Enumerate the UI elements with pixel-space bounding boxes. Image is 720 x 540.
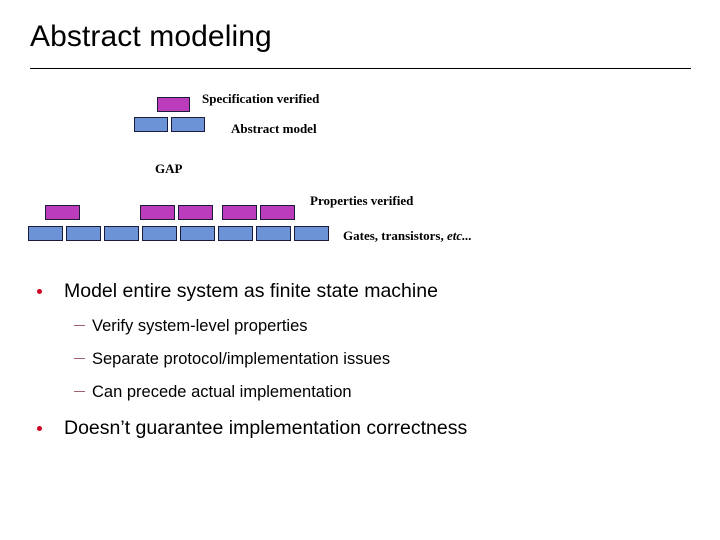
bottom-verified-block-4 xyxy=(222,205,257,220)
diagram-label-emphasis: etc... xyxy=(447,228,472,243)
diagram-label-properties-verified: Properties verified xyxy=(310,193,414,208)
bullet-dot-icon xyxy=(37,426,42,431)
bullet-text: Model entire system as finite state mach… xyxy=(64,280,438,302)
bottom-implementation-block-2 xyxy=(66,226,101,241)
bullet-text: Doesn’t guarantee implementation correct… xyxy=(64,417,468,439)
bullet-item-level2: Verify system-level properties xyxy=(0,310,720,343)
diagram-label-text: Gates, transistors, xyxy=(343,228,447,243)
diagram-label-gates-transistors: Gates, transistors, etc... xyxy=(343,228,472,244)
bottom-verified-block-5 xyxy=(260,205,295,220)
bullet-list: Model entire system as finite state mach… xyxy=(0,272,720,447)
bullet-dash-icon xyxy=(74,325,85,326)
title-divider xyxy=(30,68,691,69)
bottom-implementation-block-1 xyxy=(28,226,63,241)
bottom-verified-block-2 xyxy=(140,205,175,220)
diagram-label-specification-verified: Specification verified xyxy=(202,91,320,106)
bullet-dash-icon xyxy=(74,358,85,359)
bullet-text: Can precede actual implementation xyxy=(92,383,352,401)
bottom-verified-block-1 xyxy=(45,205,80,220)
top-verified-block-1 xyxy=(157,97,190,112)
bottom-implementation-block-5 xyxy=(180,226,215,241)
bullet-item-level1: Model entire system as finite state mach… xyxy=(0,272,720,310)
bottom-implementation-block-6 xyxy=(218,226,253,241)
bullet-dash-icon xyxy=(74,391,85,392)
top-implementation-block-2 xyxy=(171,117,205,132)
bullet-item-level2: Separate protocol/implementation issues xyxy=(0,343,720,376)
bullet-text: Verify system-level properties xyxy=(92,317,308,335)
bullet-text: Separate protocol/implementation issues xyxy=(92,350,391,368)
diagram-label-abstract-model: Abstract model xyxy=(231,121,317,136)
bullet-item-level1: Doesn’t guarantee implementation correct… xyxy=(0,409,720,447)
bullet-item-level2: Can precede actual implementation xyxy=(0,376,720,409)
bottom-implementation-block-4 xyxy=(142,226,177,241)
bottom-implementation-block-3 xyxy=(104,226,139,241)
diagram-label-gap: GAP xyxy=(155,161,183,176)
page-title: Abstract modeling xyxy=(30,20,272,53)
top-implementation-block-1 xyxy=(134,117,168,132)
bottom-implementation-block-7 xyxy=(256,226,291,241)
bullet-dot-icon xyxy=(37,289,42,294)
bottom-implementation-block-8 xyxy=(294,226,329,241)
bottom-verified-block-3 xyxy=(178,205,213,220)
